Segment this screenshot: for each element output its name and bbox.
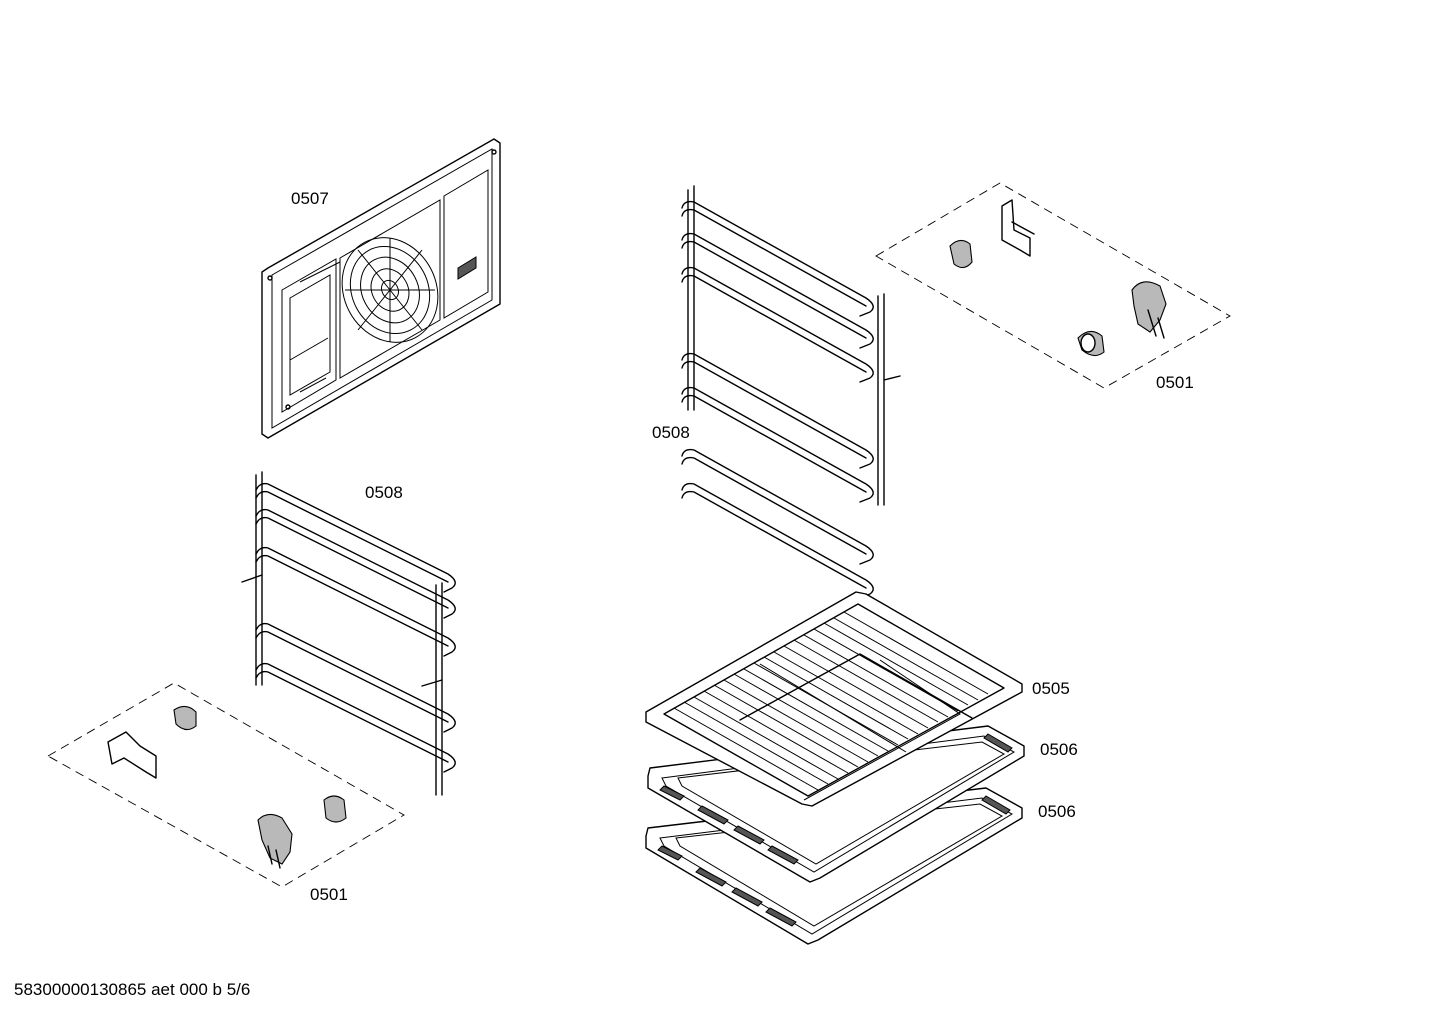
label-tray-lower: 0506 xyxy=(1038,802,1076,821)
label-rail-right: 0508 xyxy=(652,423,690,442)
clips-left-group xyxy=(47,682,405,888)
wire-shelf-part xyxy=(645,591,1023,807)
back-panel-part xyxy=(261,138,501,439)
label-back-panel: 0507 xyxy=(291,189,329,208)
label-rail-left: 0508 xyxy=(365,483,403,502)
label-clips-right: 0501 xyxy=(1156,373,1194,392)
side-rail-right-part xyxy=(681,185,901,599)
side-rail-left-part xyxy=(241,471,456,796)
label-tray-upper: 0506 xyxy=(1040,740,1078,759)
label-grid-shelf: 0505 xyxy=(1032,679,1070,698)
clips-right-group xyxy=(875,182,1231,389)
label-clips-left: 0501 xyxy=(310,885,348,904)
document-footer: 58300000130865 aet 000 b 5/6 xyxy=(14,980,251,999)
